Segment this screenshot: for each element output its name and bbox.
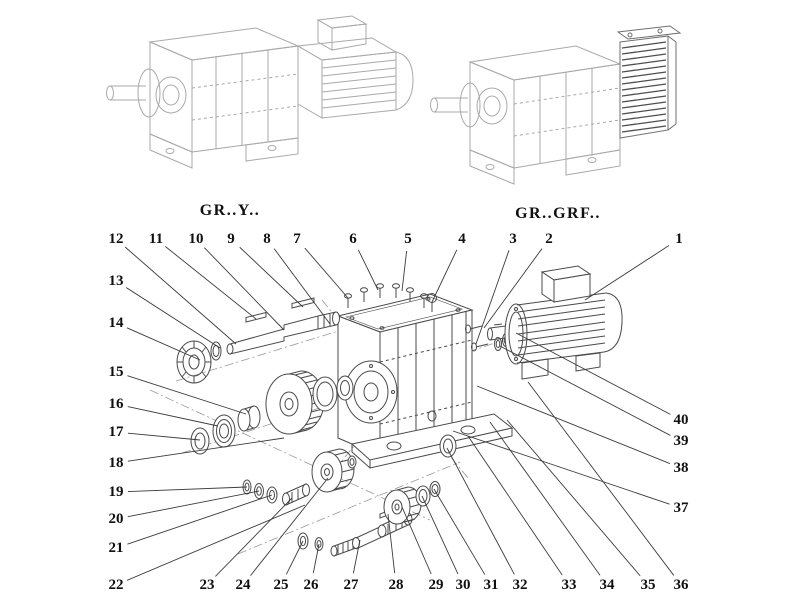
callout-number-28: 28 — [389, 577, 404, 593]
leader-line-4 — [431, 249, 458, 303]
callout-number-6: 6 — [349, 231, 357, 247]
callout-number-24: 24 — [236, 577, 252, 593]
callout-number-13: 13 — [109, 273, 124, 289]
leader-line-13 — [125, 287, 221, 349]
callout-number-26: 26 — [304, 577, 320, 593]
callout-number-4: 4 — [458, 231, 466, 247]
housing — [336, 293, 514, 469]
leader-line-28 — [387, 513, 396, 574]
leader-line-1 — [584, 245, 670, 301]
callout-number-2: 2 — [545, 231, 553, 247]
leader-line-19 — [127, 486, 248, 492]
leader-line-38 — [476, 385, 671, 464]
output-shaft-assembly — [242, 434, 457, 557]
callout-number-35: 35 — [641, 577, 656, 593]
callout-number-27: 27 — [344, 577, 360, 593]
callout-number-14: 14 — [109, 315, 125, 331]
callout-number-20: 20 — [109, 511, 124, 527]
callout-number-21: 21 — [109, 540, 124, 556]
leader-line-20 — [127, 490, 260, 518]
leader-line-5 — [401, 250, 408, 292]
exploded-view — [149, 265, 623, 557]
leader-line-29 — [401, 506, 432, 575]
leader-line-17 — [127, 432, 201, 441]
leader-line-14 — [126, 327, 201, 361]
callout-number-3: 3 — [509, 231, 517, 247]
variant-label-right: GR..GRF.. — [515, 205, 601, 222]
leader-line-11 — [165, 246, 257, 320]
leader-line-39 — [499, 345, 671, 436]
leader-line-26 — [312, 543, 320, 574]
leader-line-16 — [127, 406, 219, 427]
leader-line-6 — [357, 249, 379, 291]
callout-number-12: 12 — [109, 231, 124, 247]
callout-number-25: 25 — [274, 577, 289, 593]
leader-line-3 — [475, 250, 510, 345]
callout-number-7: 7 — [293, 231, 301, 247]
callout-number-40: 40 — [674, 412, 689, 428]
callout-number-33: 33 — [562, 577, 577, 593]
leader-line-37 — [452, 430, 670, 505]
leader-line-25 — [285, 540, 304, 575]
leader-line-18 — [127, 437, 285, 462]
leader-line-36 — [527, 381, 675, 576]
leader-line-24 — [250, 477, 329, 576]
callout-number-1: 1 — [675, 231, 683, 247]
assembled-view-left — [106, 15, 414, 169]
callout-number-5: 5 — [404, 231, 412, 247]
leader-line-27 — [352, 539, 361, 574]
callout-number-23: 23 — [200, 577, 215, 593]
leader-line-40 — [515, 332, 671, 415]
gear-set-intermediate — [190, 370, 354, 455]
leader-line-34 — [489, 421, 601, 576]
callout-number-8: 8 — [263, 231, 271, 247]
callout-number-38: 38 — [674, 460, 689, 476]
leader-line-21 — [127, 494, 273, 545]
leader-line-31 — [433, 488, 486, 575]
leader-line-10 — [204, 247, 285, 331]
leader-line-33 — [467, 435, 563, 576]
leader-line-15 — [127, 375, 247, 415]
leader-line-8 — [273, 248, 331, 325]
leader-line-12 — [124, 246, 237, 345]
leader-line-23 — [215, 497, 293, 577]
callout-number-11: 11 — [149, 231, 163, 247]
leader-line-7 — [304, 247, 349, 299]
assembled-view-right — [430, 25, 682, 185]
callout-number-36: 36 — [674, 577, 690, 593]
input-shaft-assembly — [176, 297, 340, 384]
callout-number-30: 30 — [456, 577, 471, 593]
leader-line-35 — [506, 419, 641, 577]
callout-number-39: 39 — [674, 433, 689, 449]
callout-number-29: 29 — [429, 577, 444, 593]
leader-line-32 — [446, 447, 515, 575]
callout-number-10: 10 — [189, 231, 204, 247]
callout-number-9: 9 — [227, 231, 235, 247]
callout-number-32: 32 — [513, 577, 528, 593]
callout-number-18: 18 — [109, 455, 124, 471]
leader-line-2 — [483, 248, 543, 329]
callout-number-17: 17 — [109, 424, 125, 440]
callout-number-16: 16 — [109, 396, 125, 412]
leader-line-9 — [239, 246, 304, 308]
callout-number-37: 37 — [674, 500, 690, 516]
motor-exploded — [465, 265, 623, 380]
callout-number-15: 15 — [109, 364, 124, 380]
callout-number-22: 22 — [109, 577, 124, 593]
leader-line-22 — [126, 504, 306, 581]
variant-label-left: GR..Y.. — [199, 202, 261, 219]
callout-number-19: 19 — [109, 484, 124, 500]
leader-line-30 — [421, 495, 459, 575]
callout-number-31: 31 — [484, 577, 499, 593]
callout-number-34: 34 — [600, 577, 616, 593]
